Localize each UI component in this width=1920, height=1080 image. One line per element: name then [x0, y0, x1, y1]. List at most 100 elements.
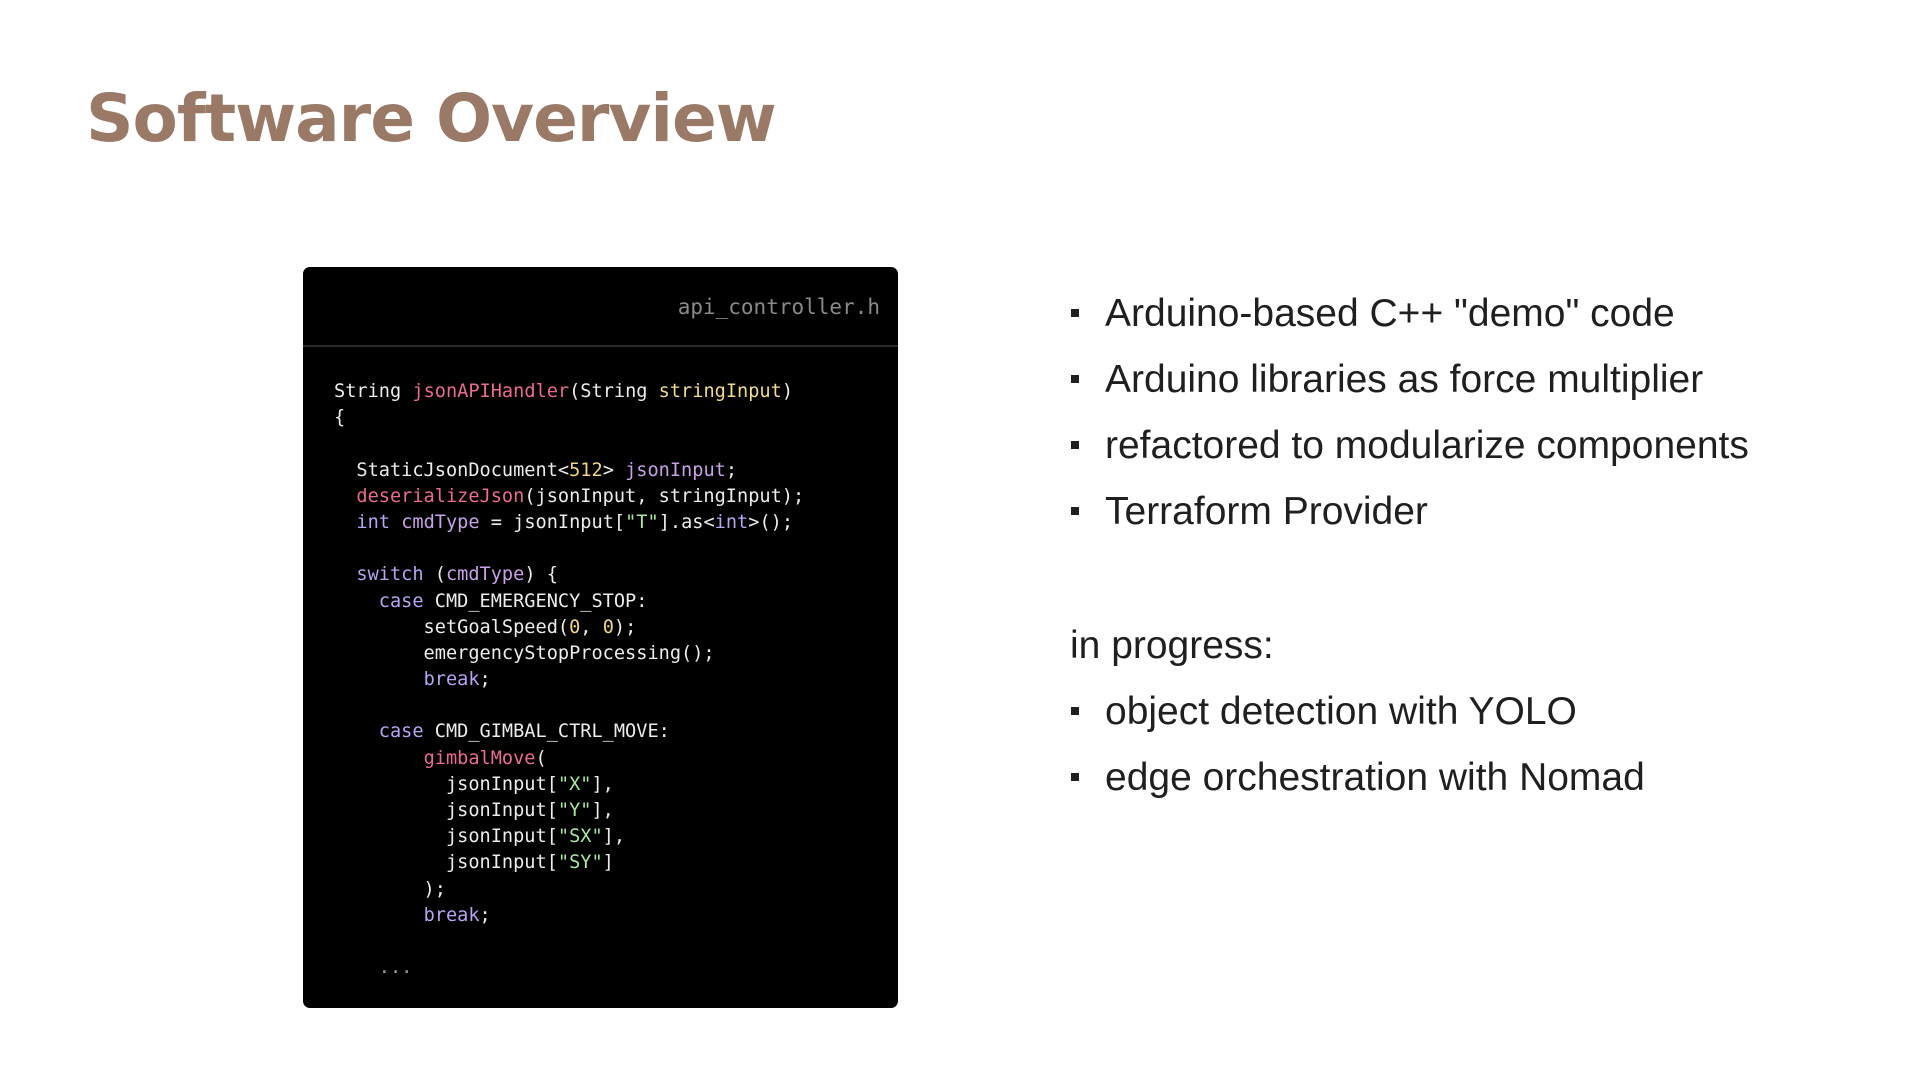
- code-token: StaticJsonDocument<: [334, 459, 570, 481]
- code-token: 0: [602, 616, 614, 638]
- code-filename: api_controller.h: [677, 295, 880, 319]
- code-token: CMD_GIMBAL_CTRL_MOVE:: [423, 721, 670, 743]
- code-token: [334, 721, 379, 742]
- code-line: case CMD_GIMBAL_CTRL_MOVE:: [334, 719, 804, 745]
- progress-label: in progress:: [1070, 624, 1274, 667]
- code-line: switch (cmdType) {: [334, 562, 804, 588]
- code-token: {: [334, 407, 346, 429]
- code-line: [334, 536, 804, 562]
- code-token: break: [423, 669, 480, 691]
- code-token: [334, 905, 424, 926]
- code-line: jsonInput["SY"]: [334, 850, 804, 876]
- bullet-text: Arduino libraries as force multiplier: [1105, 358, 1704, 401]
- slide-title: Software Overview: [86, 80, 777, 157]
- code-line: deserializeJson(jsonInput, stringInput);: [334, 484, 804, 510]
- code-line: [334, 693, 804, 719]
- code-token: jsonInput[: [334, 852, 558, 874]
- code-token: case: [378, 590, 424, 612]
- bullet-item: Arduino libraries as force multiplier: [1070, 351, 1890, 417]
- bullet-text: edge orchestration with Nomad: [1105, 756, 1645, 799]
- code-token: cmdType: [401, 511, 480, 533]
- code-token: 512: [569, 459, 603, 481]
- code-token: "X": [557, 773, 592, 795]
- code-token: jsonInput[: [334, 800, 558, 821]
- code-token: [334, 486, 356, 507]
- code-token: ],: [591, 800, 614, 821]
- code-line: {: [334, 405, 804, 431]
- code-token: ].as<: [658, 511, 715, 533]
- code-token: (String: [569, 381, 659, 402]
- code-token: "SX": [557, 826, 603, 848]
- code-token: break: [423, 904, 480, 926]
- code-token: "T": [625, 511, 659, 533]
- code-line: gimbalMove(: [334, 746, 804, 772]
- code-line: break;: [334, 667, 804, 693]
- code-token: 0: [569, 616, 581, 638]
- code-line: [334, 929, 804, 955]
- bullet-item: object detection with YOLO: [1070, 683, 1890, 749]
- code-token: jsonInput[: [334, 826, 558, 848]
- bullet-item: Terraform Provider: [1070, 483, 1890, 549]
- code-token: int: [356, 511, 390, 533]
- bullet-item: Arduino-based C++ "demo" code: [1070, 285, 1890, 351]
- code-token: (jsonInput, stringInput);: [524, 485, 805, 507]
- code-token: ;: [725, 459, 738, 481]
- code-token: ) {: [524, 564, 558, 586]
- code-token: );: [613, 616, 637, 638]
- code-token: ;: [479, 669, 491, 691]
- code-token: gimbalMove: [423, 747, 536, 769]
- bullet-square-icon: [1071, 309, 1079, 317]
- code-line: );: [334, 877, 804, 903]
- code-token: jsonAPIHandler: [412, 381, 570, 402]
- code-token: [390, 512, 401, 533]
- code-token: [334, 591, 379, 612]
- code-line: case CMD_EMERGENCY_STOP:: [334, 589, 804, 615]
- bullet-square-icon: [1071, 441, 1079, 449]
- code-token: (: [535, 747, 547, 769]
- code-token: ],: [591, 773, 614, 795]
- code-line: setGoalSpeed(0, 0);: [334, 615, 804, 641]
- code-token: switch: [356, 564, 424, 586]
- code-line: jsonInput["Y"],: [334, 798, 804, 824]
- code-token: jsonInput[: [334, 773, 558, 795]
- code-token: [334, 669, 424, 690]
- code-token: [334, 512, 356, 533]
- code-token: [334, 748, 424, 769]
- bullet-text: object detection with YOLO: [1105, 690, 1577, 733]
- code-line: jsonInput["SX"],: [334, 824, 804, 850]
- code-token: ]: [602, 852, 614, 874]
- code-line: StaticJsonDocument<512> jsonInput;: [334, 458, 804, 484]
- code-token: );: [334, 878, 446, 900]
- code-token: setGoalSpeed(: [334, 616, 570, 638]
- code-token: jsonInput: [625, 459, 726, 481]
- code-token: "Y": [557, 800, 592, 821]
- code-line: int cmdType = jsonInput["T"].as<int>();: [334, 510, 804, 536]
- code-token: >();: [748, 511, 794, 533]
- code-token: [334, 564, 356, 585]
- code-line: String jsonAPIHandler(String stringInput…: [334, 379, 804, 405]
- bullet-item: edge orchestration with Nomad: [1070, 749, 1890, 815]
- bullet-text: Arduino-based C++ "demo" code: [1105, 292, 1675, 335]
- bullet-text: Terraform Provider: [1105, 490, 1428, 533]
- code-token: CMD_EMERGENCY_STOP:: [423, 590, 648, 612]
- code-token: deserializeJson: [356, 485, 525, 507]
- bullet-square-icon: [1071, 375, 1079, 383]
- code-token: ...: [334, 957, 413, 979]
- bullet-square-icon: [1071, 707, 1079, 715]
- code-token: "SY": [557, 852, 603, 874]
- code-line: break;: [334, 903, 804, 929]
- code-token: ,: [580, 616, 603, 638]
- code-token: cmdType: [445, 564, 525, 586]
- code-body: String jsonAPIHandler(String stringInput…: [334, 379, 804, 981]
- bullet-text: refactored to modularize components: [1105, 424, 1749, 467]
- progress-bullet-group: object detection with YOLO edge orchestra…: [1070, 683, 1890, 815]
- code-token: case: [378, 721, 424, 743]
- bullet-item: refactored to modularize components: [1070, 417, 1890, 483]
- code-token: ;: [479, 904, 491, 926]
- code-header: api_controller.h: [303, 267, 898, 347]
- code-token: (: [423, 564, 446, 586]
- code-token: ],: [602, 826, 626, 848]
- bullet-square-icon: [1071, 507, 1079, 515]
- code-line: emergencyStopProcessing();: [334, 641, 804, 667]
